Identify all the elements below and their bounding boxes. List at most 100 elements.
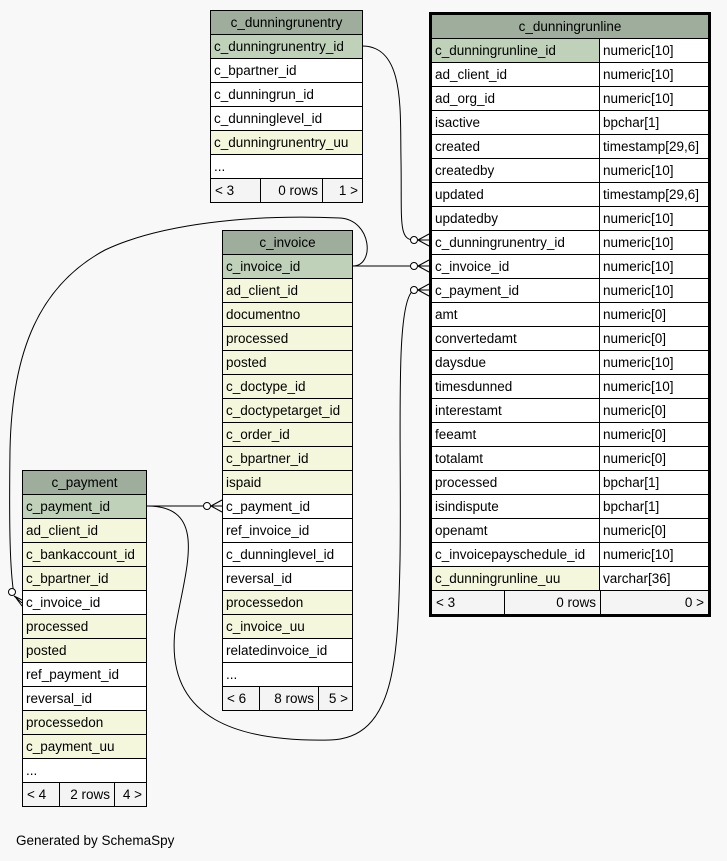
column-row[interactable]: c_bankaccount_id (23, 543, 146, 567)
column-type: numeric[10] (599, 279, 708, 302)
column-row[interactable]: posted (223, 351, 352, 375)
column-type: numeric[10] (599, 63, 708, 86)
column-name: openamt (435, 523, 488, 538)
column-row[interactable]: c_bpartner_id (211, 59, 362, 83)
column-row[interactable]: processed (223, 327, 352, 351)
children-link[interactable]: 5 > (318, 687, 352, 710)
column-row[interactable]: ref_payment_id (23, 663, 146, 687)
column-row[interactable]: processedon (23, 711, 146, 735)
column-name: c_bpartner_id (26, 571, 109, 586)
children-link[interactable]: 0 > (600, 591, 708, 614)
column-row[interactable]: c_doctype_id (223, 375, 352, 399)
crowfoot-marker (417, 259, 430, 273)
children-link[interactable]: 4 > (114, 783, 146, 806)
column-row[interactable]: ad_client_id (23, 519, 146, 543)
column-row[interactable]: c_invoice_id (223, 255, 352, 279)
table-title[interactable]: c_payment (23, 471, 146, 495)
column-row[interactable]: c_dunninglevel_id (211, 107, 362, 131)
column-name: updated (435, 187, 484, 202)
more-columns-row[interactable]: ... (223, 663, 352, 687)
column-row[interactable]: c_invoice_id (23, 591, 146, 615)
table-footer: < 6 8 rows 5 > (223, 687, 352, 710)
column-row[interactable]: processed (23, 615, 146, 639)
column-name: posted (226, 355, 267, 370)
edge-end-circle (203, 502, 211, 510)
column-name: c_payment_id (226, 499, 311, 514)
column-name: ispaid (226, 475, 262, 490)
column-type: numeric[0] (599, 447, 708, 470)
column-row[interactable]: amt numeric[0] (432, 303, 708, 327)
column-type: numeric[0] (599, 423, 708, 446)
table-title[interactable]: c_invoice (223, 231, 352, 255)
column-name: amt (435, 307, 458, 322)
column-row[interactable]: c_payment_id (23, 495, 146, 519)
column-row[interactable]: c_bpartner_id (223, 447, 352, 471)
column-row[interactable]: c_bpartner_id (23, 567, 146, 591)
column-row[interactable]: c_doctypetarget_id (223, 399, 352, 423)
row-count: 2 rows (59, 783, 114, 806)
parents-link[interactable]: < 4 (27, 787, 47, 802)
column-row[interactable]: ref_invoice_id (223, 519, 352, 543)
column-row[interactable]: ispaid (223, 471, 352, 495)
more-columns-row[interactable]: ... (211, 155, 362, 179)
column-row[interactable]: c_payment_id (223, 495, 352, 519)
column-row[interactable]: c_dunninglevel_id (223, 543, 352, 567)
more-columns-row[interactable]: ... (23, 759, 146, 783)
column-row[interactable]: c_dunningrunentry_id (211, 35, 362, 59)
column-row[interactable]: c_dunningrun_id (211, 83, 362, 107)
column-row[interactable]: ad_client_id (223, 279, 352, 303)
column-row[interactable]: c_payment_uu (23, 735, 146, 759)
column-name: ... (214, 159, 226, 174)
table-title[interactable]: c_dunningrunentry (211, 11, 362, 35)
parents-link[interactable]: < 6 (227, 691, 247, 706)
parents-link[interactable]: < 3 (436, 595, 456, 610)
column-row[interactable]: reversal_id (23, 687, 146, 711)
column-type: bpchar[1] (599, 111, 708, 134)
column-row[interactable]: c_order_id (223, 423, 352, 447)
parents-link[interactable]: < 3 (215, 183, 235, 198)
column-name: ad_client_id (226, 283, 299, 298)
column-row[interactable]: documentno (223, 303, 352, 327)
column-row[interactable]: posted (23, 639, 146, 663)
table-title[interactable]: c_dunningrunline (432, 15, 708, 39)
column-type: numeric[0] (599, 303, 708, 326)
column-row[interactable]: c_dunningrunentry_uu (211, 131, 362, 155)
column-row[interactable]: reversal_id (223, 567, 352, 591)
crowfoot-marker (210, 499, 223, 513)
column-row[interactable]: c_invoice_uu (223, 615, 352, 639)
column-type: numeric[10] (599, 159, 708, 182)
column-type: numeric[10] (599, 39, 708, 62)
column-name: c_invoice_id (226, 259, 301, 274)
edge-end-circle (410, 262, 418, 270)
column-row[interactable]: processedon (223, 591, 352, 615)
column-row[interactable]: relatedinvoice_id (223, 639, 352, 663)
children-link[interactable]: 1 > (322, 179, 362, 202)
column-type: varchar[36] (599, 567, 708, 590)
